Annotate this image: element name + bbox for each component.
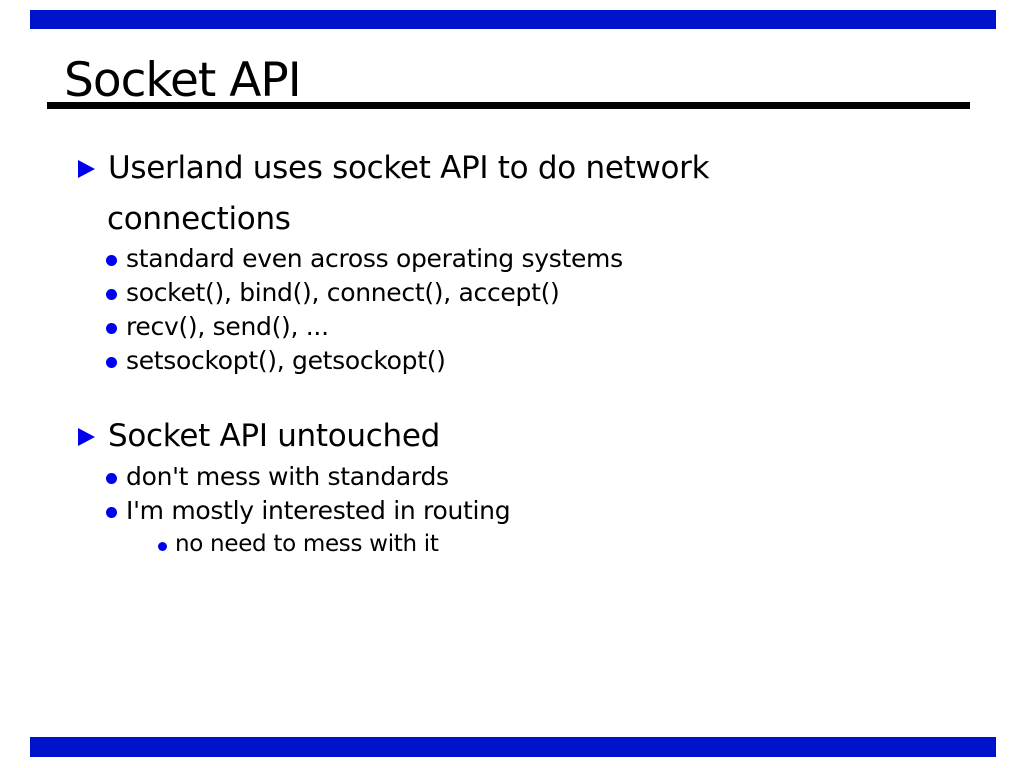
bottom-decoration-bar [30, 737, 996, 757]
bullet-item-level2: I'm mostly interested in routing [106, 496, 511, 525]
top-decoration-bar [30, 10, 996, 29]
bullet-item-level3: no need to mess with it [158, 533, 439, 556]
dot-bullet-icon [106, 289, 117, 300]
bullet-text: socket(), bind(), connect(), accept() [126, 278, 560, 307]
dot-bullet-icon [106, 507, 117, 518]
bullet-item-level2: standard even across operating systems [106, 246, 623, 271]
bullet-text: Socket API untouched [108, 418, 441, 454]
bullet-text: I'm mostly interested in routing [126, 496, 511, 525]
bullet-text-continuation: connections [107, 201, 291, 237]
bullet-text: no need to mess with it [175, 531, 439, 557]
dot-bullet-icon [106, 323, 117, 334]
triangle-bullet-icon [78, 159, 95, 178]
dot-bullet-icon [106, 255, 117, 266]
dot-bullet-icon [158, 542, 167, 551]
dot-bullet-icon [106, 473, 117, 484]
bullet-item-level1: Userland uses socket API to do network [78, 150, 710, 186]
bullet-text: don't mess with standards [126, 462, 449, 491]
bullet-item-level1: Socket API untouched [78, 421, 440, 452]
title-underline [47, 102, 970, 109]
bullet-item-level2: don't mess with standards [106, 464, 449, 489]
bullet-text: Userland uses socket API to do network [108, 150, 710, 186]
bullet-item-level2: setsockopt(), getsockopt() [106, 348, 446, 373]
slide-title: Socket API [64, 53, 302, 108]
bullet-item-level2: recv(), send(), ... [106, 314, 329, 339]
bullet-text: standard even across operating systems [126, 244, 623, 273]
bullet-text: setsockopt(), getsockopt() [126, 346, 446, 375]
bullet-text: recv(), send(), ... [126, 312, 329, 341]
triangle-bullet-icon [78, 427, 95, 446]
dot-bullet-icon [106, 357, 117, 368]
bullet-item-level2: socket(), bind(), connect(), accept() [106, 280, 560, 305]
